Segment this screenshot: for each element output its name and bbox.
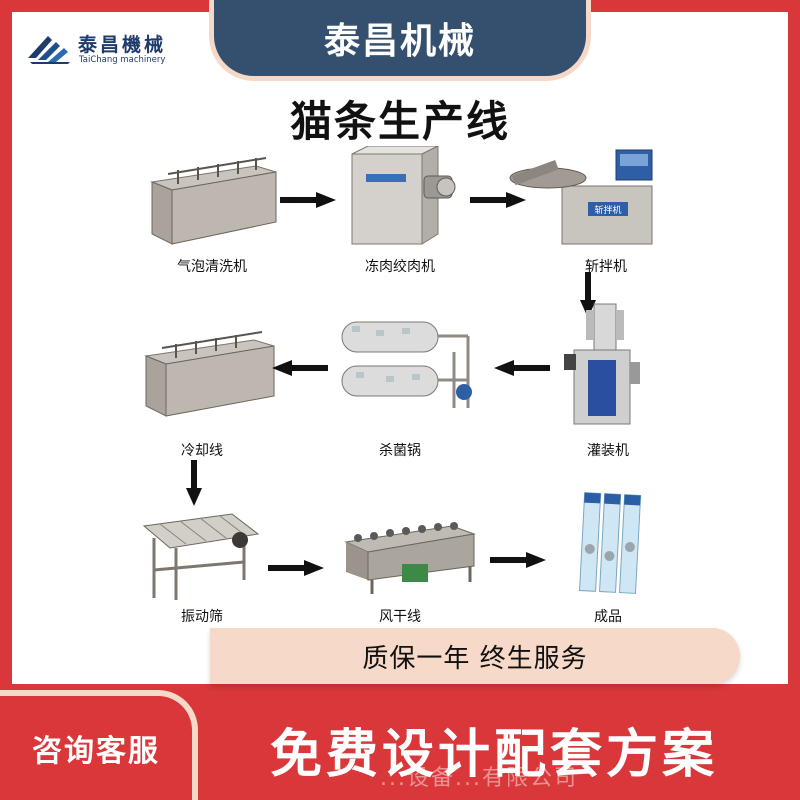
logo: 泰昌機械 TaiChang machinery [26,28,186,72]
step-label: 冻肉绞肉机 [365,259,435,275]
arrow-right-icon [470,192,526,208]
step-label: 振动筛 [181,609,223,625]
finished-product-image [579,492,642,594]
warranty-text: 质保一年 终生服务 [362,643,588,674]
warranty-banner: 质保一年 终生服务 [210,628,740,684]
step-label: 风干线 [379,609,421,625]
bowl-chopper-image: 斩拌机 [509,149,653,245]
arrow-down-icon [580,272,596,318]
chopper-nameplate: 斩拌机 [594,204,621,216]
arrow-right-icon [280,192,336,208]
arrow-left-icon [494,360,550,376]
brand-logo-icon [28,36,70,64]
brand-name-cn: 泰昌機械 [78,34,167,56]
step-label: 冷却线 [181,443,223,459]
consult-button[interactable]: 咨询客服 [0,690,198,800]
air-dryer-image [344,522,476,594]
filling-machine-image [564,303,640,425]
free-design-text: 免费设计配套方案 [270,725,719,785]
brand-name-en: TaiChang machinery [79,55,166,65]
sterilizer-image [341,321,472,408]
consult-label: 咨询客服 [32,734,160,769]
cooling-line-image [144,331,275,417]
vibrating-screen-image [142,513,260,600]
arrow-down-icon [186,460,202,506]
meat-grinder-image [351,146,456,245]
step-label: 成品 [594,609,622,625]
watermark: ...设备...有限公司 [380,766,578,791]
step-label: 灌装机 [587,443,629,459]
arrow-right-icon [268,560,324,576]
step-label: 气泡清洗机 [177,259,247,275]
header-tab: 泰昌机械 [214,0,586,76]
arrow-left-icon [272,360,328,376]
bubble-washer-image [150,157,277,245]
step-label: 杀菌锅 [379,443,421,459]
header-title: 泰昌机械 [323,21,476,62]
step-label: 斩拌机 [585,259,627,275]
page-title: 猫条生产线 [289,97,510,146]
arrow-right-icon [490,552,546,568]
